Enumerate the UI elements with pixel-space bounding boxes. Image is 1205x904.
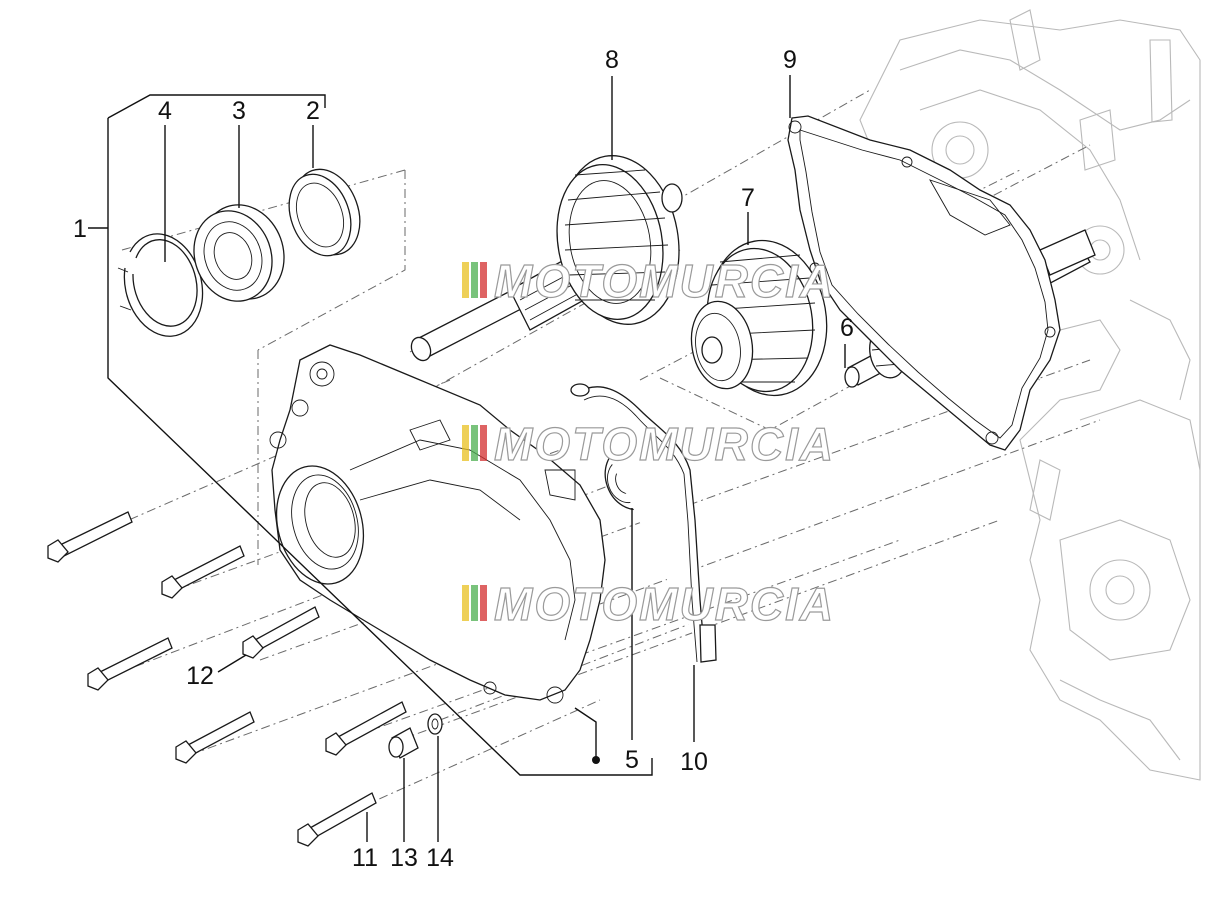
callout-4: 4 (158, 97, 172, 125)
bolt-7 (297, 792, 377, 847)
bolt-4 (242, 606, 320, 659)
callout-14: 14 (426, 844, 454, 872)
washer (427, 713, 443, 735)
callout-11: 11 (352, 844, 378, 872)
engine-block-background (859, 9, 1201, 781)
callout-6: 6 (840, 314, 854, 342)
socket-screw (388, 727, 419, 759)
callout-5: 5 (625, 746, 639, 774)
bolt-2 (161, 545, 245, 599)
circlip-ring (117, 233, 204, 337)
callout-labels: 1 2 3 4 5 6 7 8 9 10 11 12 13 14 (73, 46, 854, 872)
callout-3: 3 (232, 97, 246, 125)
reference-dot (592, 756, 600, 764)
bolts (47, 511, 443, 847)
leader-lines (88, 75, 846, 842)
bolt-3 (87, 637, 173, 691)
bolt-1 (47, 511, 133, 563)
callout-8: 8 (605, 46, 619, 74)
watermark-text: MOTOMURCIA (494, 578, 835, 630)
watermark-top: MOTOMURCIA (462, 254, 835, 308)
watermark-text: MOTOMURCIA (494, 418, 835, 470)
callout-2: 2 (306, 97, 320, 125)
callout-1: 1 (73, 215, 87, 243)
watermark-text: MOTOMURCIA (494, 255, 835, 307)
callout-9: 9 (783, 46, 797, 74)
callout-12: 12 (186, 662, 214, 690)
cover-gasket (787, 115, 1061, 451)
callout-10: 10 (680, 748, 708, 776)
oil-seal (288, 168, 361, 257)
output-gear-shaft (410, 155, 683, 362)
ball-bearing (193, 204, 285, 302)
watermark-middle: MOTOMURCIA (462, 417, 835, 471)
breather-hose (570, 383, 717, 663)
callout-7: 7 (741, 184, 755, 212)
transmission-cover (269, 344, 606, 704)
callout-13: 13 (390, 844, 418, 872)
bolt-6 (325, 701, 407, 756)
intermediate-double-gear (690, 239, 828, 397)
bolt-5 (175, 711, 255, 764)
watermark-bottom: MOTOMURCIA (462, 577, 835, 631)
